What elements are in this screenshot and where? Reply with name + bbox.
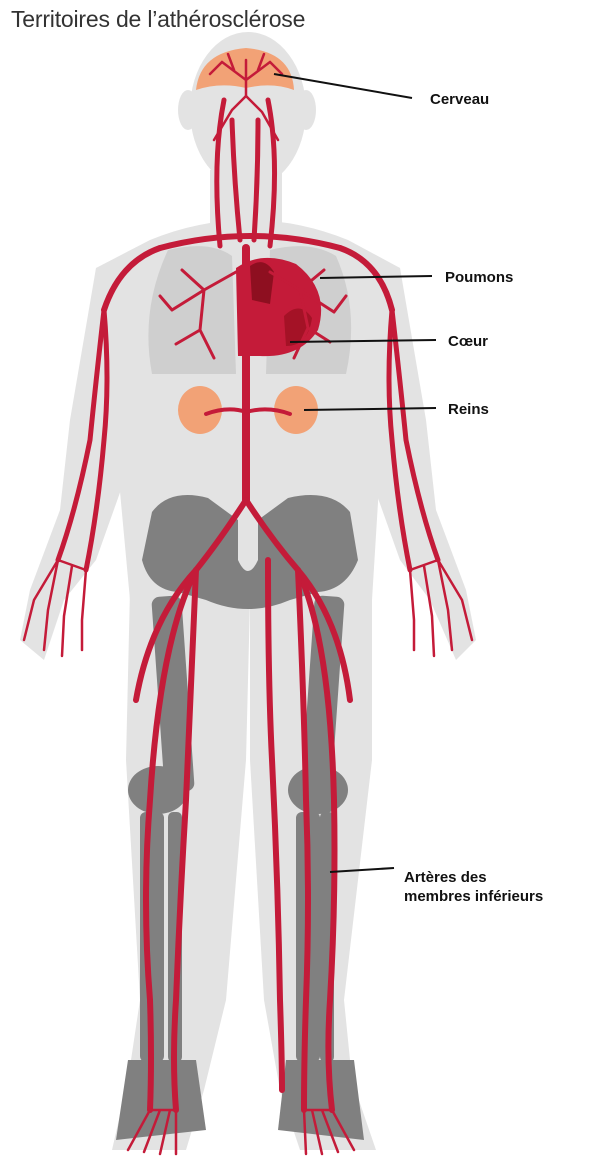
label-leg-arteries: Artères des membres inférieurs: [404, 868, 543, 906]
label-heart: Cœur: [448, 332, 488, 351]
label-kidneys: Reins: [448, 400, 489, 419]
label-leg-arteries-line2: membres inférieurs: [404, 887, 543, 906]
label-brain: Cerveau: [430, 90, 489, 109]
label-leg-arteries-line1: Artères des: [404, 868, 543, 887]
label-lungs: Poumons: [445, 268, 513, 287]
